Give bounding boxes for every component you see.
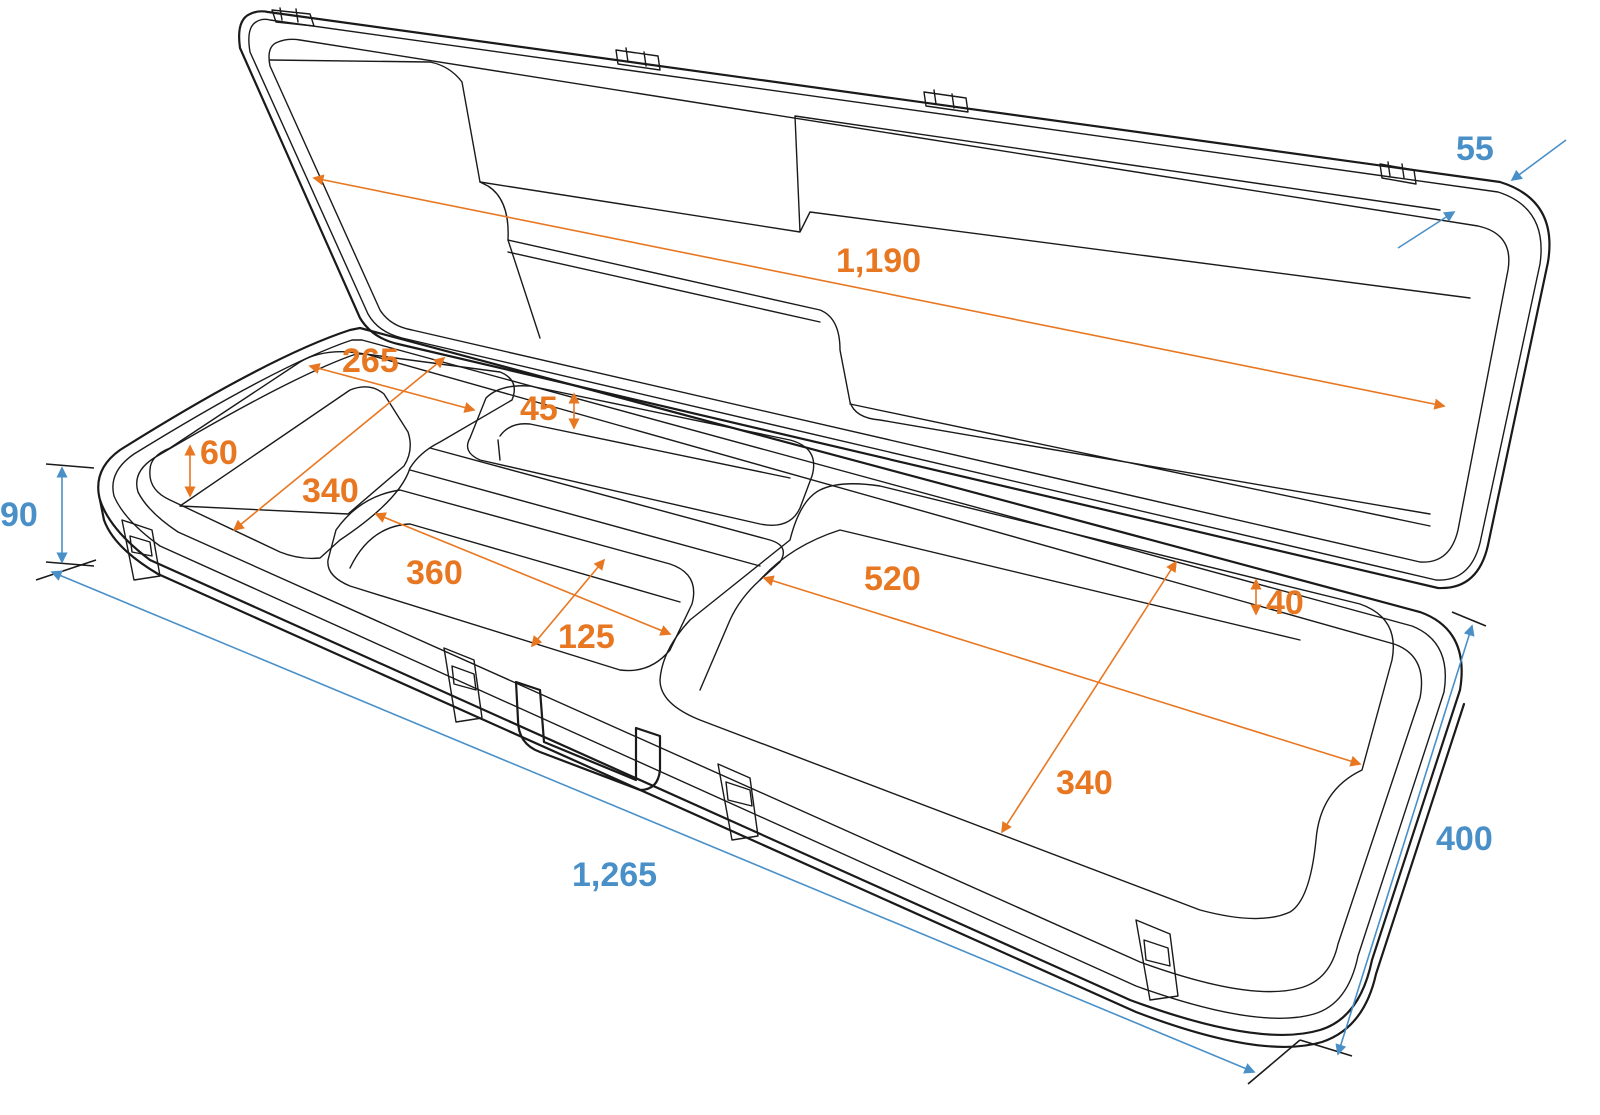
lid-rim (248, 18, 1542, 581)
headstock-length-label: 265 (342, 342, 399, 380)
height-label: 90 (0, 496, 38, 534)
lid-height-arrow-bottom (1397, 211, 1456, 249)
accessory-pocket-floor (497, 423, 791, 479)
height-extension-top (45, 463, 95, 469)
base-rim (112, 339, 1446, 1019)
latches (121, 519, 1179, 1001)
depth-extension-bottom (1299, 1039, 1353, 1057)
length-extension-left (35, 559, 97, 581)
hinge-icon (1379, 161, 1417, 185)
depth-arrow (1335, 624, 1475, 1056)
hinge-icon (615, 47, 661, 71)
height-extension-bottom (45, 561, 95, 567)
lid-length-arrow (312, 174, 1446, 410)
headstock-depth-label: 60 (200, 434, 238, 472)
length-arrow (50, 570, 1256, 1074)
lid-inner-lining (268, 38, 1510, 563)
length-extension-right (1247, 1039, 1301, 1085)
base-side-wall (98, 498, 1466, 1048)
lid-height-label: 55 (1456, 130, 1494, 168)
case-lid (238, 7, 1551, 590)
lid-height-arrow-top (1510, 139, 1567, 181)
lid-headstock-pocket (269, 59, 541, 339)
hinge-icon (923, 89, 969, 113)
base-inner-lining (136, 353, 1423, 993)
body-compartment (659, 483, 1394, 920)
lid-upper-ridge (479, 115, 1471, 299)
length-label: 1,265 (572, 856, 657, 894)
lid-lower-ridge (507, 239, 1431, 527)
body-depth-label: 40 (1266, 584, 1304, 622)
case-base (97, 326, 1466, 1048)
depth-label: 400 (1436, 820, 1493, 858)
outer-dimensions: 1,265 400 90 55 (0, 130, 1567, 1085)
compartment-length-label: 360 (406, 554, 463, 592)
headstock-diagonal-label: 340 (302, 472, 359, 510)
hinge-icon (271, 7, 315, 27)
body-width-label: 340 (1056, 764, 1113, 802)
lid-length-label: 1,190 (836, 242, 921, 280)
small-pocket-floor (349, 523, 681, 603)
compartment-width-label: 125 (558, 618, 615, 656)
inner-dimensions: 1,190 265 340 60 45 360 125 520 340 40 (184, 174, 1446, 834)
accessory-depth-label: 45 (520, 390, 558, 428)
headstock-diagonal-arrow (232, 356, 446, 532)
body-inner-wall (759, 529, 1301, 641)
body-length-label: 520 (864, 560, 921, 598)
lid-hinges (271, 7, 1417, 185)
depth-extension-top (1451, 611, 1487, 627)
lid-outer-shell (238, 10, 1551, 590)
